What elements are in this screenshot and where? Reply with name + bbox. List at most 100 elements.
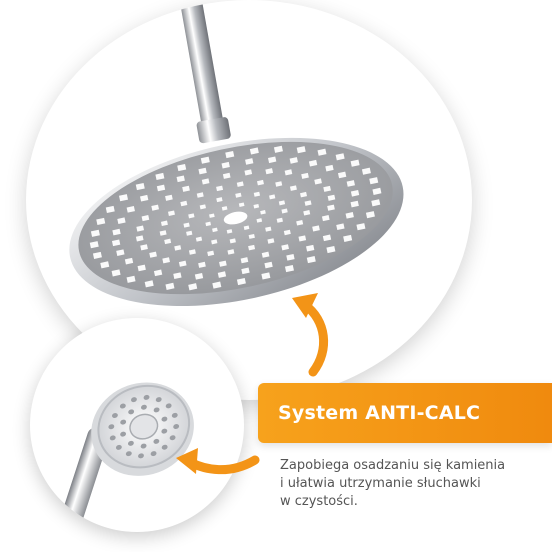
nozzle-hole — [174, 245, 182, 251]
description-line-2: i ułatwia utrzymanie słuchawki — [280, 476, 481, 491]
nozzle-hole — [155, 397, 162, 403]
nozzle-hole — [115, 444, 122, 450]
hand-shower-head-icon — [55, 382, 194, 532]
nozzle-hole — [161, 444, 168, 450]
nozzle-hole — [153, 438, 160, 444]
nozzle-hole — [127, 440, 134, 446]
nozzle-hole — [119, 194, 129, 202]
nozzle-hole — [227, 249, 235, 255]
nozzle-hole — [356, 223, 366, 231]
nozzle-hole — [327, 204, 335, 211]
nozzle-hole — [196, 192, 204, 198]
nozzle-hole — [171, 412, 178, 418]
nozzle-hole — [198, 167, 207, 175]
nozzle-hole — [169, 435, 176, 441]
nozzle-hole — [156, 184, 166, 192]
nozzle-hole — [120, 419, 127, 425]
nozzle-hole — [201, 178, 210, 185]
nozzle-hole — [264, 261, 273, 269]
nozzle-hole — [222, 172, 231, 179]
nozzle-hole — [300, 191, 307, 198]
nozzle-hole — [346, 180, 355, 187]
nozzle-hole — [225, 150, 235, 159]
nozzle-hole — [372, 187, 382, 195]
nozzle-hole — [322, 234, 332, 242]
nozzle-hole — [162, 257, 170, 264]
nozzle-hole — [153, 269, 163, 277]
nozzle-hole — [159, 230, 167, 236]
nozzle-hole — [209, 213, 215, 218]
nozzle-hole — [108, 424, 115, 430]
nozzle-hole — [261, 272, 271, 280]
nozzle-hole — [269, 194, 276, 200]
nozzle-hole — [160, 220, 168, 227]
rain-shower-head-icon — [69, 0, 404, 307]
nozzle-hole — [265, 226, 272, 232]
nozzle-hole — [248, 233, 255, 239]
nozzle-hole — [212, 281, 222, 289]
nozzle-hole — [141, 215, 150, 222]
nozzle-hole — [343, 234, 353, 242]
nozzle-hole — [323, 185, 331, 192]
nozzle-hole — [117, 217, 126, 225]
arrow-left-icon — [185, 455, 260, 475]
nozzle-hole — [140, 194, 149, 202]
nozzle-hole — [199, 204, 206, 210]
nozzle-hole — [321, 215, 330, 222]
nozzle-hole — [221, 206, 228, 211]
nozzle-hole — [140, 404, 147, 410]
nozzle-hole — [212, 227, 218, 233]
nozzle-hole — [92, 251, 102, 259]
nozzle-hole — [235, 192, 242, 198]
nozzle-hole — [109, 435, 116, 441]
nozzle-hole — [314, 178, 322, 185]
nozzle-hole — [335, 153, 345, 161]
nozzle-hole — [140, 443, 147, 449]
nozzle-hole — [153, 407, 160, 413]
nozzle-hole — [111, 269, 121, 277]
nozzle-hole — [298, 235, 307, 242]
nozzle-hole — [131, 397, 137, 403]
nozzle-hole — [176, 175, 185, 183]
nozzle-hole — [111, 239, 121, 247]
nozzle-hole — [105, 205, 115, 213]
nozzle-hole — [312, 225, 320, 232]
nozzle-hole — [236, 181, 244, 187]
nozzle-hole — [278, 200, 286, 206]
nozzle-hole — [112, 228, 121, 236]
nozzle-hole — [125, 451, 132, 457]
nozzle-hole — [253, 191, 261, 197]
nozzle-hole — [119, 403, 126, 409]
nozzle-hole — [221, 161, 230, 169]
nozzle-hole — [275, 181, 283, 187]
nozzle-hole — [211, 239, 218, 245]
nozzle-hole — [229, 238, 236, 244]
nozzle-hole — [149, 251, 157, 258]
feature-title: System ANTI-CALC — [278, 402, 481, 424]
nozzle-hole — [207, 250, 215, 257]
arrow-up-icon — [300, 300, 329, 377]
nozzle-hole — [325, 164, 334, 172]
nozzle-hole — [301, 172, 309, 179]
nozzle-hole — [244, 169, 253, 176]
nozzle-hole — [240, 257, 249, 264]
nozzle-hole — [308, 159, 318, 167]
nozzle-hole — [128, 409, 135, 415]
nozzle-hole — [304, 200, 312, 206]
nozzle-hole — [205, 221, 212, 227]
nozzle-hole — [219, 260, 227, 267]
nozzle-hole — [124, 257, 134, 265]
nozzle-hole — [138, 453, 144, 459]
nozzle-hole — [188, 249, 196, 255]
nozzle-hole — [161, 428, 168, 434]
nozzle-hole — [326, 245, 336, 254]
nozzle-hole — [238, 202, 245, 207]
feature-description: Zapobiega osadzaniu się kamienia i ułatw… — [280, 457, 542, 511]
nozzle-hole — [216, 185, 224, 192]
nozzle-hole — [178, 260, 187, 267]
nozzle-hole — [337, 171, 347, 179]
nozzle-hole — [144, 280, 154, 288]
nozzle-hole — [241, 267, 250, 275]
nozzle-hole — [137, 264, 146, 272]
